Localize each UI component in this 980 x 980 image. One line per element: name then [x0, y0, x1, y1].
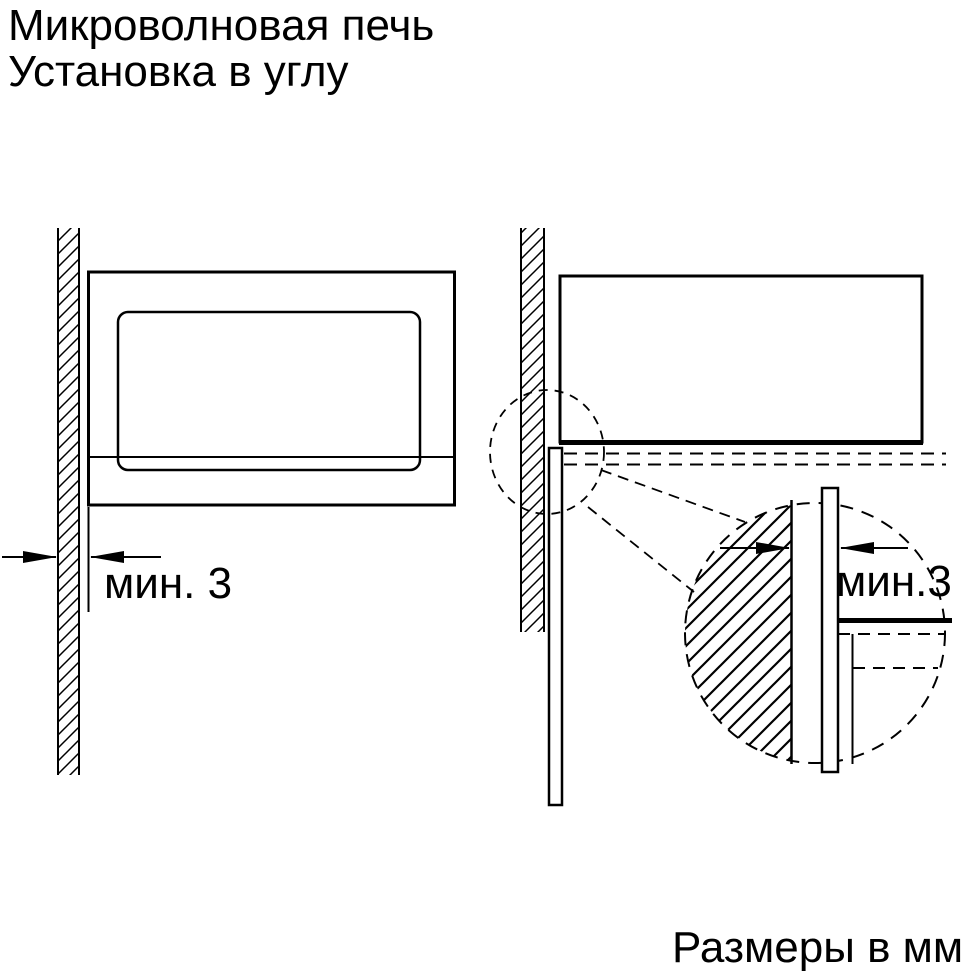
- zoom-leader-line-2: [587, 506, 695, 593]
- wall-hatch-right: [520, 228, 545, 632]
- zoom-source-circle: [489, 389, 605, 515]
- zoom-leader-line-1: [600, 469, 746, 523]
- side-panel: [547, 446, 564, 807]
- page-title-line2: Установка в углу: [8, 47, 349, 96]
- detail-wall-hatch: [685, 503, 792, 763]
- detail-wall-hatch-group: [685, 503, 792, 763]
- page-title-line1: Микроволновая печь: [8, 1, 434, 50]
- side-view: [489, 228, 946, 807]
- gap-label-front: мин. 3: [104, 559, 232, 608]
- detail-panel: [820, 486, 840, 774]
- wall-hatch-left: [57, 228, 80, 775]
- units-note: Размеры в мм: [672, 923, 963, 972]
- gap-label-detail: мин.3: [836, 557, 952, 606]
- detail-view: мин.3: [684, 486, 952, 774]
- microwave-door: [116, 310, 422, 472]
- front-view: мин. 3: [2, 228, 456, 775]
- microwave-side-body: [558, 274, 924, 444]
